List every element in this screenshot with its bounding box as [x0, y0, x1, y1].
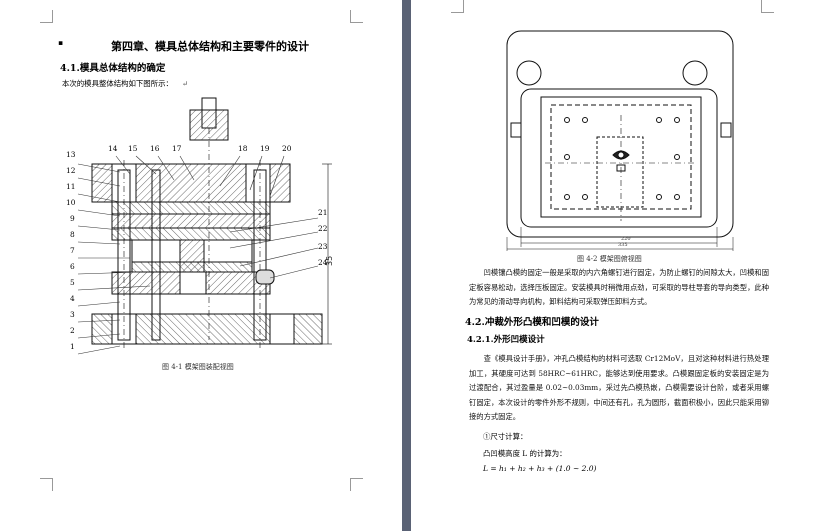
- part-label: 15: [128, 144, 138, 153]
- formula-intro: 凸凹模高度 L 的计算为：: [483, 449, 567, 458]
- chapter-title: 第四章、模具总体结构和主要零件的设计: [111, 40, 309, 53]
- part-label: 23: [318, 242, 328, 251]
- part-label: 21: [318, 208, 328, 217]
- part-label: 22: [318, 224, 328, 233]
- figure-caption: 图 4-1 模架图装配视图: [162, 363, 234, 371]
- page-corner-mark: [40, 478, 53, 491]
- part-label: 14: [108, 144, 118, 153]
- part-label: 11: [66, 182, 76, 191]
- section-heading-4-2: 4.2.冲裁外形凸模和凹模的设计: [465, 317, 599, 328]
- intro-text: 本次的模具整体结构如下图所示：: [62, 79, 173, 88]
- part-label: 1: [70, 342, 75, 351]
- part-label: 19: [260, 144, 270, 153]
- part-label: 4: [70, 294, 75, 303]
- bullet-mark: ▪: [58, 38, 64, 47]
- part-label: 8: [70, 230, 75, 239]
- formula: L = h₁ + h₂ + h₃ + (1.0 ~ 2.0): [483, 464, 597, 473]
- part-label: 10: [66, 198, 76, 207]
- part-label: 24: [318, 258, 328, 267]
- page-corner-mark: [40, 10, 53, 23]
- document-page-left: ▪ 第四章、模具总体结构和主要零件的设计 4.1.模具总体结构的确定 本次的模具…: [0, 0, 402, 531]
- body-paragraph: 查《模具设计手册》，冲孔凸模结构的材料可选取 Cr12MoV，且对这种材料进行热…: [469, 354, 769, 421]
- part-label: 6: [70, 262, 75, 271]
- dimension-label: 335: [618, 242, 628, 248]
- document-page-right: 220 335 图 4-2 模架图俯视图 凹模镶凸模的固定一般是采取的内六角螺钉…: [411, 0, 813, 531]
- part-label: 20: [282, 144, 292, 153]
- die-top-view-drawing: [506, 30, 734, 251]
- part-label: 2: [70, 326, 75, 335]
- dimension-label: 35: [325, 256, 334, 266]
- part-label: 13: [66, 150, 76, 159]
- page-corner-mark: [350, 10, 363, 23]
- part-label: 18: [238, 144, 248, 153]
- part-label: 9: [70, 214, 75, 223]
- part-label: 7: [70, 246, 75, 255]
- figure-caption: 图 4-2 模架图俯视图: [577, 255, 642, 263]
- page-corner-mark: [350, 478, 363, 491]
- page-corner-mark: [451, 0, 464, 13]
- part-label: 17: [172, 144, 182, 153]
- page-corner-mark: [761, 0, 774, 13]
- body-paragraph: 凹模镶凸模的固定一般是采取的内六角螺钉进行固定，为防止螺钉的间隙太大，凹模和固定…: [469, 268, 769, 306]
- section-heading-4-1: 4.1.模具总体结构的确定: [60, 63, 166, 74]
- paragraph-mark: ↵: [182, 79, 189, 88]
- section-heading-4-2-1: 4.2.1.外形凹模设计: [467, 335, 545, 345]
- list-item: ①尺寸计算：: [483, 432, 528, 441]
- part-label: 3: [70, 310, 75, 319]
- part-label: 5: [70, 278, 75, 287]
- part-label: 16: [150, 144, 160, 153]
- dimension-label: 220: [621, 236, 631, 242]
- part-label: 12: [66, 166, 76, 175]
- die-assembly-drawing: 35: [77, 97, 334, 355]
